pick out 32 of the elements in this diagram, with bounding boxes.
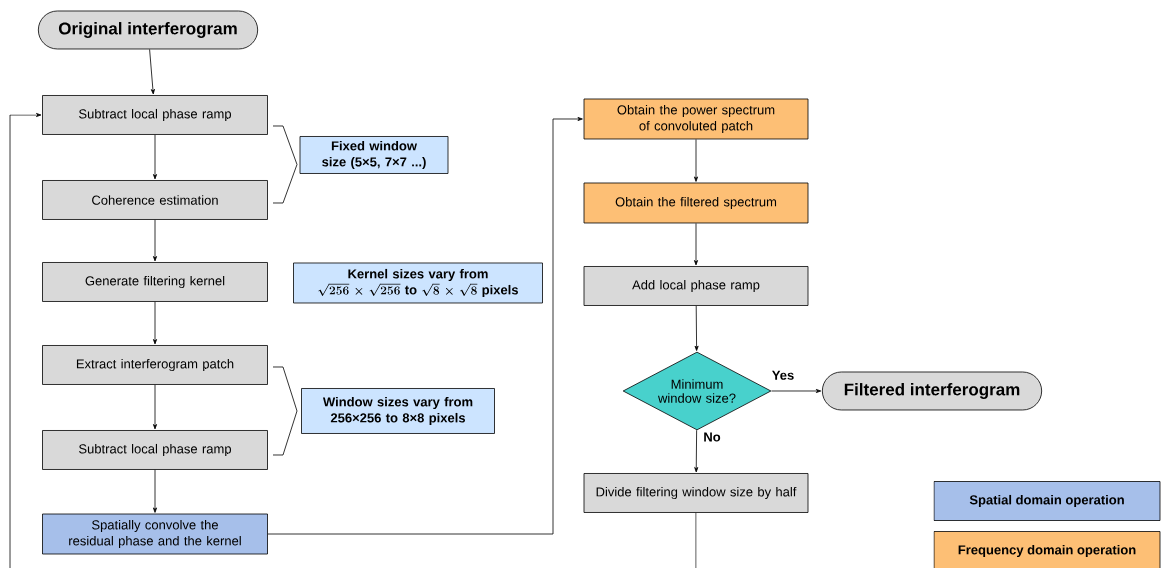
note-box: Kernel sizes vary from $\sqrt{256}\times\sqrt{256}$ to $\sqrt{8}\times\sqrt{8}$ pixels <box>293 262 543 304</box>
edge-label: No <box>702 431 722 443</box>
process-box: Spatially convolve the residual phase and the kernel <box>42 513 268 555</box>
edge-label: Yes <box>770 369 796 381</box>
process-box: Generate filtering kernel <box>42 262 268 302</box>
terminal-box: Original interferogram <box>37 10 259 50</box>
arrow <box>153 469 157 513</box>
arrow <box>153 219 157 262</box>
process-box: Subtract local phase ramp <box>42 95 268 135</box>
note-box: Window sizes vary from 256×256 to 8×8 pixels <box>301 388 495 434</box>
arrow <box>267 116 583 535</box>
arrow <box>694 429 699 473</box>
process-box: Coherence estimation <box>42 180 268 220</box>
arrow <box>149 49 155 95</box>
arrow <box>694 223 698 266</box>
legend-item: Spatial domain operation <box>933 481 1161 521</box>
process-box: Obtain the filtered spectrum <box>583 182 809 224</box>
arrow <box>153 384 157 430</box>
legend-item: Frequency domain operation <box>933 531 1161 568</box>
process-box: Subtract local phase ramp <box>42 430 268 470</box>
arrow <box>694 139 698 182</box>
note-box: Fixed window size (5×5, 7×7 ...) <box>299 136 449 174</box>
arrow <box>9 112 697 568</box>
process-box: Add local phase ramp <box>583 266 809 306</box>
arrow <box>694 305 699 351</box>
terminal-box: Filtered interferogram <box>821 371 1043 411</box>
process-box: Divide filtering window size by half <box>583 473 809 513</box>
arrow <box>153 301 157 345</box>
process-box: Extract interferogram patch <box>42 345 268 385</box>
arrow <box>771 389 822 393</box>
arrow <box>153 134 157 180</box>
process-box: Obtain the power spectrum of convoluted patch <box>583 98 809 140</box>
